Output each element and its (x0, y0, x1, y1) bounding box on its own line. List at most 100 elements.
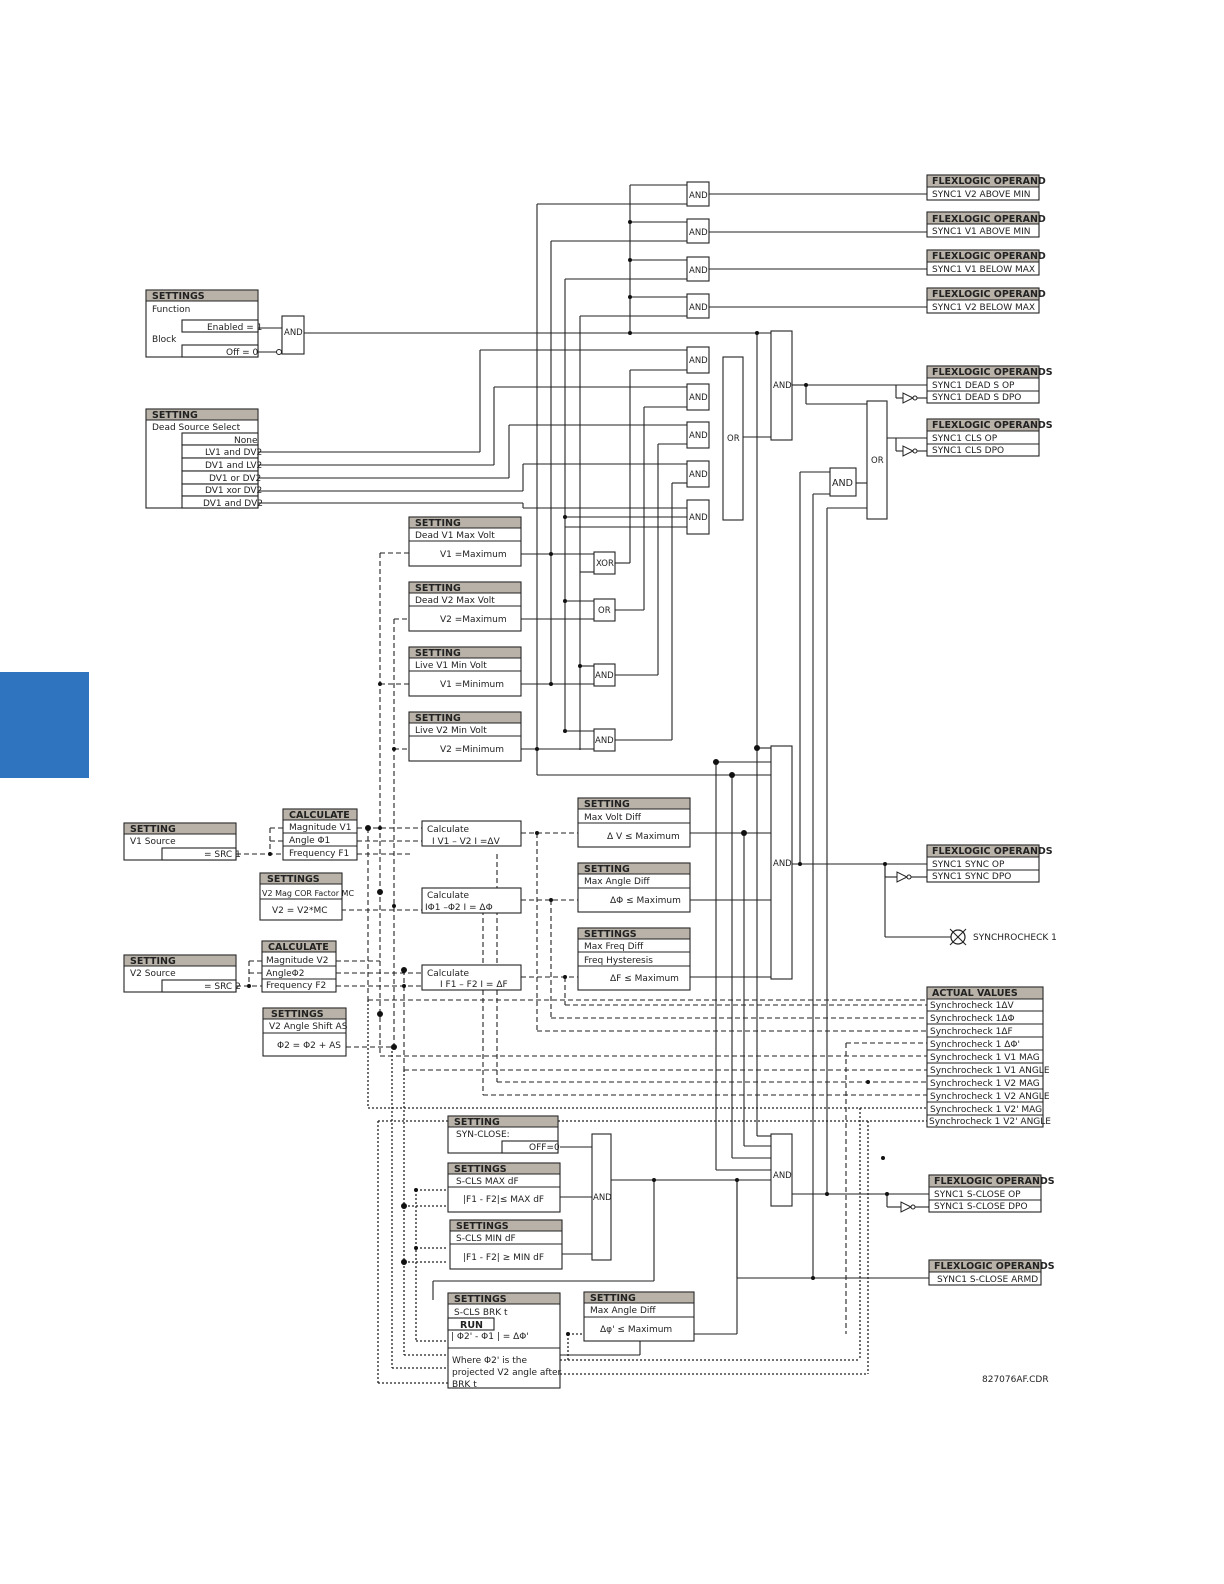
synchrocheck-label: SYNCHROCHECK 1 (973, 933, 1057, 943)
svg-text:FLEXLOGIC OPERANDS: FLEXLOGIC OPERANDS (932, 420, 1053, 431)
svg-text:FLEXLOGIC OPERANDS: FLEXLOGIC OPERANDS (934, 1176, 1055, 1187)
svg-text:Synchrocheck 1 V2' ANGLE: Synchrocheck 1 V2' ANGLE (929, 1117, 1051, 1127)
svg-text:AND: AND (689, 470, 708, 480)
and-gate-live (593, 663, 616, 687)
svg-text:AND: AND (689, 393, 708, 403)
svg-text:Block: Block (152, 335, 177, 345)
svg-text:SETTING: SETTING (415, 583, 461, 594)
svg-text:SYNC1 CLS DPO: SYNC1 CLS DPO (932, 446, 1004, 456)
v2-mag-cor-block: SETTINGS V2 Mag COR Factor MC V2 = V2*MC (259, 872, 354, 921)
svg-text:V1 =Maximum: V1 =Maximum (440, 550, 507, 560)
flexlogic-operand-v2-below-max: FLEXLOGIC OPERAND SYNC1 V2 BELOW MAX (926, 287, 1046, 314)
actual-values-block: ACTUAL VALUES Synchrocheck 1ΔV Synchroch… (926, 986, 1051, 1128)
flexlogic-operand-v1-above-min: FLEXLOGIC OPERAND SYNC1 V1 ABOVE MIN (926, 211, 1046, 238)
svg-text:SETTING: SETTING (584, 799, 630, 810)
svg-text:Function: Function (152, 305, 190, 315)
function-settings-block: SETTINGS Function Enabled = 1 Block Off … (145, 289, 262, 358)
svg-text:Synchrocheck 1 V2 ANGLE: Synchrocheck 1 V2 ANGLE (930, 1092, 1050, 1102)
svg-text:None: None (234, 436, 258, 446)
svg-text:AND: AND (773, 381, 792, 391)
svg-text:AND: AND (689, 356, 708, 366)
dead-v2-max-volt-block: SETTING Dead V2 Max Volt V2 =Maximum (408, 581, 522, 632)
svg-text:V2 Angle Shift AS: V2 Angle Shift AS (269, 1022, 348, 1032)
svg-text:SETTING: SETTING (130, 824, 176, 835)
and-gate-cls (829, 467, 857, 497)
v2-source-block: SETTING V2 Source = SRC 2 (123, 954, 241, 993)
svg-text:SETTING: SETTING (454, 1117, 500, 1128)
svg-text:AND: AND (595, 671, 614, 681)
calculate-delta-v-block: Calculate I V1 – V2 I =ΔV (421, 820, 522, 847)
svg-text:DV1 or DV2: DV1 or DV2 (209, 474, 261, 484)
svg-text:V1 =Minimum: V1 =Minimum (440, 680, 504, 690)
svg-text:SETTINGS: SETTINGS (152, 291, 205, 302)
svg-text:RUN: RUN (460, 1320, 483, 1331)
svg-text:V1 Source: V1 Source (130, 837, 176, 847)
diagram-id: 827076AF.CDR (982, 1375, 1049, 1385)
svg-text:AND: AND (773, 1171, 792, 1181)
svg-text:Freq Hysteresis: Freq Hysteresis (584, 956, 653, 966)
svg-text:FLEXLOGIC OPERAND: FLEXLOGIC OPERAND (932, 289, 1046, 300)
or-gate-cls (866, 400, 888, 520)
or-gate-dead (722, 356, 744, 521)
svg-text:FLEXLOGIC OPERAND: FLEXLOGIC OPERAND (932, 176, 1046, 187)
calculate-v1-block: CALCULATE Magnitude V1 Angle Φ1 Frequenc… (282, 808, 358, 861)
svg-text:Synchrocheck 1 V2' MAG: Synchrocheck 1 V2' MAG (930, 1105, 1042, 1115)
and-gate-dead-3 (686, 421, 710, 449)
flexlogic-operands-sync: FLEXLOGIC OPERANDS SYNC1 SYNC OP SYNC1 S… (926, 844, 1053, 883)
svg-text:AND: AND (689, 431, 708, 441)
and-gate-v2-below-max (686, 293, 710, 319)
junction-dots (247, 220, 889, 1336)
svg-text:DV1 and DV2: DV1 and DV2 (203, 499, 263, 509)
calculate-delta-phi-block: Calculate IΦ1 –Φ2 I = ΔΦ (421, 887, 522, 914)
svg-text:S-CLS BRK t: S-CLS BRK t (454, 1308, 508, 1318)
and-gate-sclose (770, 1133, 793, 1207)
svg-text:SYN-CLOSE:: SYN-CLOSE: (456, 1130, 510, 1140)
svg-text:I F1 – F2 I = ΔF: I F1 – F2 I = ΔF (440, 980, 508, 990)
svg-text:BRK t: BRK t (452, 1380, 477, 1390)
svg-text:Δφ' ≤ Maximum: Δφ' ≤ Maximum (600, 1325, 672, 1335)
svg-text:Φ2 = Φ2 + AS: Φ2 = Φ2 + AS (277, 1041, 341, 1051)
svg-text:Synchrocheck 1ΔV: Synchrocheck 1ΔV (930, 1001, 1014, 1011)
max-volt-diff-block: SETTING Max Volt Diff Δ V ≤ Maximum (577, 797, 691, 848)
svg-text:CALCULATE: CALCULATE (268, 942, 329, 953)
dashed-wires (236, 552, 927, 1334)
svg-text:Synchrocheck 1 V1 MAG: Synchrocheck 1 V1 MAG (930, 1053, 1040, 1063)
svg-text:SYNC1 V2 BELOW MAX: SYNC1 V2 BELOW MAX (932, 303, 1035, 313)
calculate-v2-block: CALCULATE Magnitude V2 AngleΦ2 Frequency… (261, 940, 337, 993)
svg-text:DV1 and LV2: DV1 and LV2 (205, 461, 262, 471)
flexlogic-operand-v2-above-min: FLEXLOGIC OPERAND SYNC1 V2 ABOVE MIN (926, 174, 1046, 201)
svg-text:V2 =Minimum: V2 =Minimum (440, 745, 504, 755)
svg-text:OR: OR (598, 606, 611, 616)
solid-wires (258, 184, 951, 1356)
flexlogic-operands-cls: FLEXLOGIC OPERANDS SYNC1 CLS OP SYNC1 CL… (926, 418, 1053, 457)
svg-text:AND: AND (593, 1193, 612, 1203)
svg-text:Synchrocheck 1ΔΦ: Synchrocheck 1ΔΦ (930, 1014, 1015, 1024)
flexlogic-operands-dead-source: FLEXLOGIC OPERANDS SYNC1 DEAD S OP SYNC1… (926, 365, 1053, 404)
dead-v1-max-volt-block: SETTING Dead V1 Max Volt V1 =Maximum (408, 516, 522, 567)
svg-text:Where Φ2' is the: Where Φ2' is the (452, 1356, 527, 1366)
svg-text:Frequency F1: Frequency F1 (289, 849, 349, 859)
svg-text:FLEXLOGIC OPERANDS: FLEXLOGIC OPERANDS (934, 1261, 1055, 1272)
svg-text:SETTINGS: SETTINGS (584, 929, 637, 940)
and-gate-enable (281, 315, 305, 355)
svg-text:Dead Source Select: Dead Source Select (152, 423, 241, 433)
svg-text:SYNC1 DEAD S OP: SYNC1 DEAD S OP (932, 381, 1015, 391)
max-angle-diff2-block: SETTING Max Angle Diff Δφ' ≤ Maximum (583, 1291, 695, 1342)
svg-text:AND: AND (689, 228, 708, 238)
flexlogic-operand-v1-below-max: FLEXLOGIC OPERAND SYNC1 V1 BELOW MAX (926, 249, 1046, 276)
flexlogic-operands-sclose-armd: FLEXLOGIC OPERANDS SYNC1 S-CLOSE ARMD (928, 1259, 1055, 1286)
svg-text:Magnitude V1: Magnitude V1 (289, 823, 351, 833)
svg-text:Dead V2 Max Volt: Dead V2 Max Volt (415, 596, 495, 606)
svg-text:Synchrocheck 1 V1 ANGLE: Synchrocheck 1 V1 ANGLE (930, 1066, 1050, 1076)
svg-text:Max Angle Diff: Max Angle Diff (584, 877, 650, 887)
live-v2-min-volt-block: SETTING Live V2 Min Volt V2 =Minimum (408, 711, 522, 762)
svg-text:AND: AND (832, 478, 853, 489)
and-gate-live2 (593, 728, 616, 752)
svg-text:SETTING: SETTING (130, 956, 176, 967)
dead-source-select-block: SETTING Dead Source Select None LV1 and … (145, 408, 263, 509)
svg-text:I V1 – V2 I =ΔV: I V1 – V2 I =ΔV (432, 837, 501, 847)
and-gate-v2-above-min (686, 181, 710, 207)
svg-text:ΔF ≤ Maximum: ΔF ≤ Maximum (610, 974, 679, 984)
svg-text:FLEXLOGIC OPERANDS: FLEXLOGIC OPERANDS (932, 367, 1053, 378)
